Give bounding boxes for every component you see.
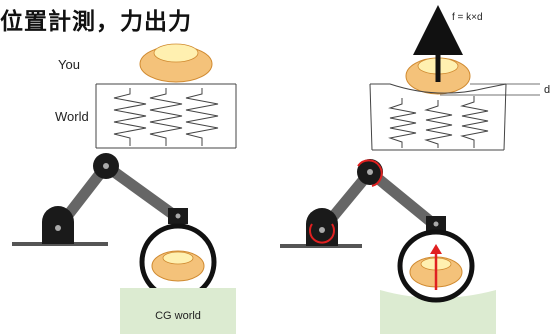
left-haptic-model: You World (55, 43, 237, 149)
spring (113, 88, 147, 146)
spring (424, 100, 453, 148)
you-label: You (58, 57, 80, 72)
held-blob (151, 250, 205, 282)
arm-link-upper (100, 160, 184, 224)
page-title: 位置計測，力出力 (0, 9, 192, 35)
right-robot-arm (280, 159, 446, 248)
deformed-cg-world (380, 290, 496, 334)
compressed-spring-group (388, 96, 489, 148)
world-box (95, 83, 237, 149)
cg-world-box: CG world (120, 288, 236, 334)
arm-link-upper (364, 166, 442, 232)
left-robot-arm (12, 153, 217, 301)
ring-end-effector (397, 229, 475, 303)
displacement-label: d (544, 84, 550, 96)
right-end-effector (397, 229, 475, 303)
force-equation: f = k×d (452, 12, 483, 23)
world-label: World (55, 109, 89, 124)
cg-world-label: CG world (155, 310, 201, 322)
torque-indicator (309, 223, 335, 244)
you-blob (139, 43, 213, 83)
spring (149, 88, 183, 146)
spring (185, 88, 219, 146)
displacement-lines (440, 83, 540, 96)
spring-group (113, 88, 219, 146)
right-haptic-model: f = k×d d (369, 5, 550, 151)
spring (388, 98, 417, 148)
torque-indicator (357, 159, 383, 187)
spring (460, 96, 489, 148)
